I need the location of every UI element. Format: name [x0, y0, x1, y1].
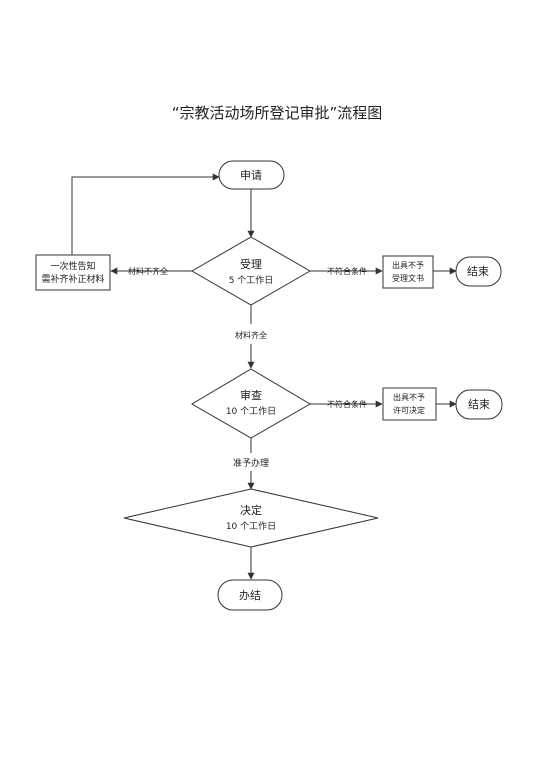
end-node-1 [455, 256, 502, 287]
review-decision-title: 审查 [240, 388, 262, 402]
edge-label-not-qualified-1: 不符合条件 [327, 266, 367, 276]
edge-label-materials-complete: 材料齐全 [235, 330, 267, 340]
edge-notify-loop-to-apply [71, 173, 220, 255]
refuse-permit-line2: 许可决定 [393, 405, 425, 415]
refuse-accept-box [382, 255, 434, 289]
decide-decision-title: 决定 [240, 503, 262, 517]
review-decision [191, 368, 311, 439]
edge-label-approve: 准予办理 [233, 457, 269, 469]
accept-decision-title: 受理 [240, 258, 262, 271]
edge-label-not-qualified-2: 不符合条件 [327, 399, 367, 409]
end-node-2 [455, 389, 503, 420]
edge-label-materials-incomplete: 材料不齐全 [128, 266, 168, 276]
done-node [217, 579, 283, 611]
refuse-accept-line1: 出具不予 [392, 260, 424, 270]
notify-box [35, 254, 111, 291]
accept-decision [190, 236, 312, 306]
refuse-permit-box [382, 387, 437, 421]
accept-decision-days: 5 个工作日 [229, 274, 274, 286]
done-node-label: 办结 [239, 589, 261, 602]
end-node-1-label: 结束 [467, 265, 489, 278]
apply-node-label: 申请 [240, 169, 262, 182]
apply-node [218, 160, 285, 190]
end-node-2-label: 结束 [468, 398, 490, 411]
refuse-permit-line1: 出具不予 [393, 392, 425, 402]
decide-decision [123, 488, 379, 548]
review-decision-days: 10 个工作日 [226, 405, 276, 417]
decide-decision-days: 10 个工作日 [226, 520, 276, 532]
notify-box-line1: 一次性告知 [50, 260, 95, 272]
page-title: “宗教活动场所登记审批”流程图 [171, 104, 383, 122]
refuse-accept-line2: 受理文书 [392, 273, 424, 283]
notify-box-line2: 需补齐补正材料 [41, 273, 104, 285]
